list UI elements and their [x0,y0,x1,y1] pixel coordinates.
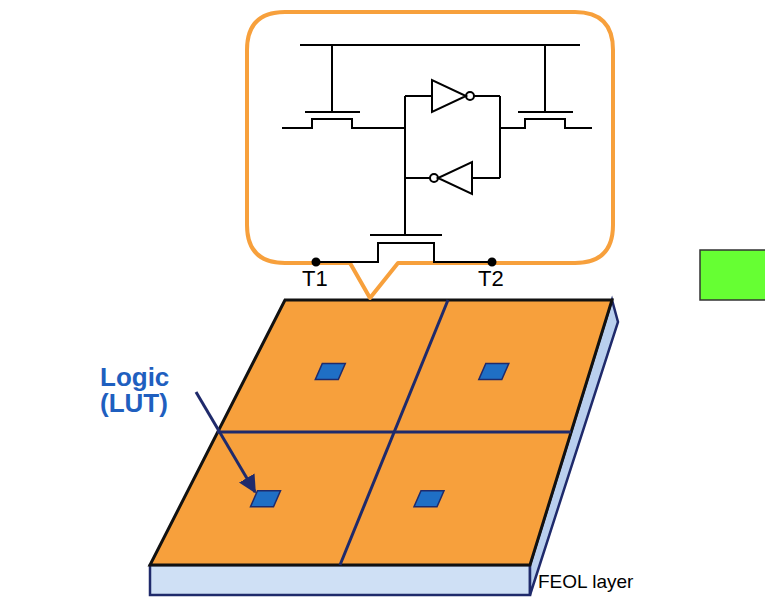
lut-blocks [251,364,509,507]
sram-circuit [282,45,592,266]
callout-bubble [247,12,613,298]
layer-label: FEOL layer [538,572,698,591]
leader-arrow [196,392,255,492]
terminal-label: T2 [478,268,518,290]
green-square [700,250,765,300]
feol-slab [150,300,618,595]
logic-label: Logic (LUT) [100,364,190,416]
terminal-label: T1 [302,268,342,290]
